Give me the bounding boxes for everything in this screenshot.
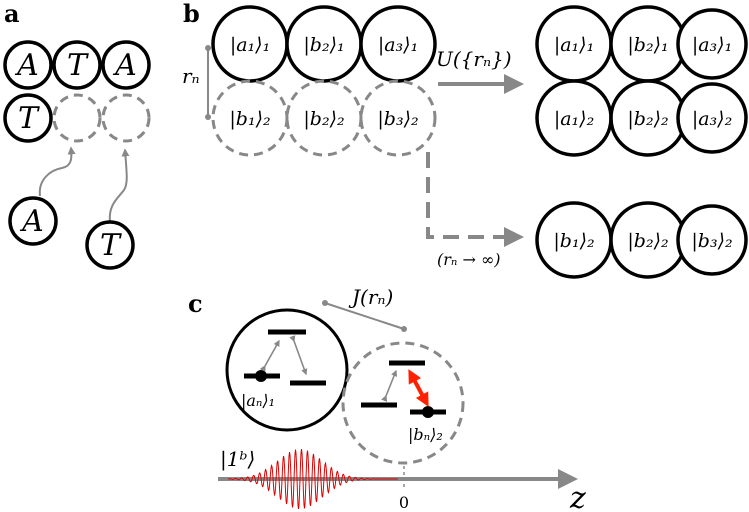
operator-label: U({rₙ}) [436, 47, 512, 71]
atom2-level-scheme [361, 360, 446, 418]
atom-letter: A [112, 48, 137, 83]
atom-circle [52, 40, 102, 90]
panel-b-limit-row: |b₁⟩₂ |b₂⟩₂ |b₃⟩₂ [535, 201, 748, 279]
highlighted-transition-arrow [408, 369, 429, 407]
panel-b-result-row2: |a₁⟩₂ |b₂⟩₂ |a₃⟩₂ [535, 79, 748, 157]
incoming-atom-letter: A [19, 204, 44, 239]
loading-arrow [108, 148, 130, 223]
population-dot [255, 370, 267, 382]
ket-label: |b₂⟩₁ [627, 34, 668, 56]
ket-circle [359, 5, 437, 83]
ket-label: |b₁⟩₂ [553, 230, 594, 252]
panel-a-atom-row1: A T A [3, 40, 151, 90]
ket-label: |a₃⟩₂ [692, 108, 732, 130]
atom2-dashed-circle [341, 341, 465, 465]
coupling-label: J(rₙ) [348, 285, 393, 309]
empty-site-circle [52, 93, 102, 143]
incoming-atom-circle [85, 220, 135, 270]
panel-b-bottom-row: |b₁⟩₂ |b₂⟩₂ |b₃⟩₂ [211, 79, 437, 157]
limit-label: (rₙ → ∞) [437, 250, 501, 269]
atom2-label: |bₙ⟩₂ [408, 425, 443, 444]
panel-c-label: c [188, 289, 203, 318]
panel-a-label: a [4, 0, 20, 28]
ket-label: |b₃⟩₂ [377, 108, 418, 130]
atom-letter: A [14, 48, 39, 83]
photon-label: |1ᵇ⟩ [220, 447, 255, 472]
ket-dashed-circle [359, 79, 437, 157]
axis-label: z [569, 481, 586, 512]
ket-label: |a₃⟩₁ [692, 34, 732, 56]
ket-circle [676, 204, 748, 276]
loading-arrow [38, 146, 76, 197]
incoming-atom-letter: T [100, 228, 122, 263]
ket-label: |a₁⟩₂ [554, 108, 594, 130]
population-dot [422, 406, 434, 418]
atom1-label: |aₙ⟩₁ [241, 391, 275, 410]
ket-label: |a₃⟩₁ [378, 34, 418, 56]
panel-a-atom-row2: T [3, 93, 151, 143]
ket-dashed-circle [211, 79, 289, 157]
transition-arrow [289, 335, 308, 376]
distance-label: rₙ [182, 64, 200, 88]
distance-marker [205, 45, 211, 120]
atom-circle [3, 40, 53, 90]
atom-circle [101, 40, 151, 90]
ket-label: |a₁⟩₁ [230, 34, 270, 56]
ket-label: |b₃⟩₂ [691, 230, 732, 252]
axis-origin-label: 0 [399, 493, 409, 512]
transition-arrow [381, 369, 398, 402]
atom-letter: T [67, 48, 89, 83]
photon-wavepacket [227, 449, 398, 509]
ket-label: |a₁⟩₁ [554, 34, 594, 56]
incoming-atom-circle [8, 196, 58, 246]
empty-site-circle [101, 93, 151, 143]
panel-b-result-row1: |a₁⟩₁ |b₂⟩₁ |a₃⟩₁ [535, 5, 748, 83]
ket-label: |b₁⟩₂ [229, 108, 270, 130]
atom-letter: T [18, 101, 40, 136]
coupling-end-dot [322, 300, 328, 306]
transition-arrow [259, 339, 280, 373]
atom-circle [3, 93, 53, 143]
ket-label: |b₂⟩₂ [627, 108, 668, 130]
ket-circle [676, 82, 748, 154]
atom1-level-scheme [244, 329, 326, 386]
ket-circle [676, 8, 748, 80]
ket-dashed-circle [285, 79, 363, 157]
coupling-line [324, 302, 405, 330]
ket-label: |b₂⟩₂ [303, 108, 344, 130]
atom1-circle [225, 308, 349, 432]
ket-label: |b₂⟩₁ [303, 34, 344, 56]
panel-b-top-row: |a₁⟩₁ |b₂⟩₁ |a₃⟩₁ [211, 5, 437, 83]
ket-label: |b₂⟩₂ [627, 230, 668, 252]
panel-b-label: b [183, 0, 200, 28]
coupling-end-dot [401, 326, 407, 332]
separation-arrow [426, 152, 524, 247]
